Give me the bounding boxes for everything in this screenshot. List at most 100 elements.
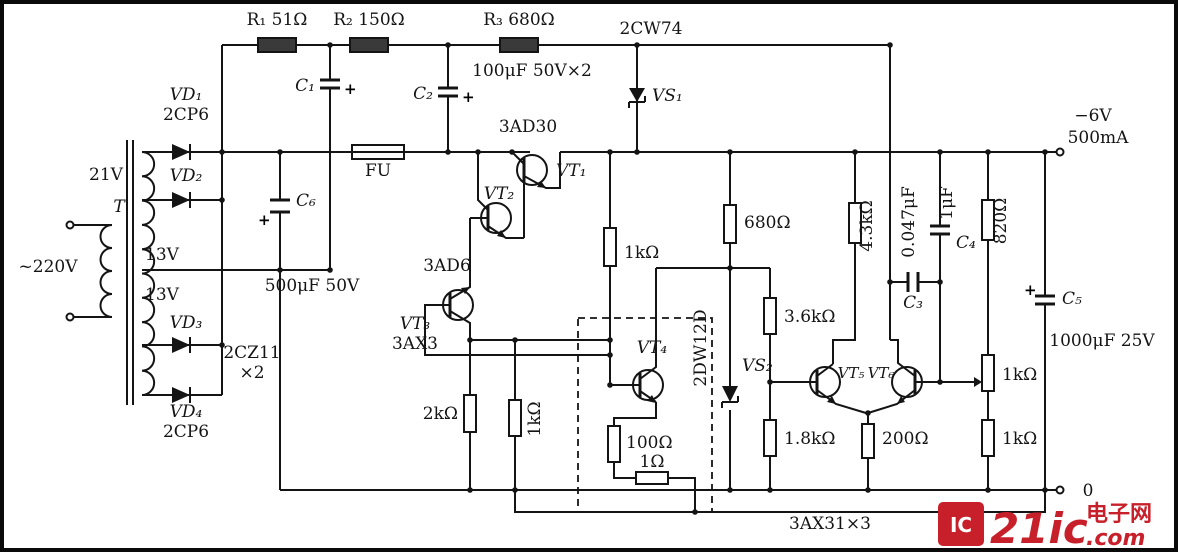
- capacitor-c6: [270, 198, 290, 214]
- label-vd4: VD₄: [170, 402, 203, 422]
- label-1k-c: 1kΩ: [1002, 429, 1037, 449]
- label-output-zero: 0: [1083, 481, 1094, 501]
- diode-vd2: [172, 192, 191, 208]
- c1-polarity: +: [344, 80, 357, 98]
- capacitor-c2: [438, 86, 458, 98]
- label-2cw74: 2CW74: [620, 19, 683, 39]
- label-2cz11-qty: ×2: [239, 363, 264, 383]
- label-3k6: 3.6kΩ: [784, 307, 835, 327]
- label-vt1-type: 3AD30: [499, 117, 557, 137]
- watermark-logo-text: IC: [950, 513, 972, 537]
- resistor-2k: [463, 394, 477, 433]
- label-transformer: T: [113, 197, 126, 217]
- label-vd2: VD₂: [170, 166, 203, 186]
- zener-vs1: [628, 88, 646, 108]
- label-047uf: 0.047μF: [899, 186, 919, 258]
- diode-vd1: [172, 144, 191, 160]
- resistor-680: [723, 204, 737, 244]
- mains-terminal-top: [65, 220, 75, 230]
- output-terminal-neg: [1055, 147, 1065, 157]
- label-c2: C₂: [413, 84, 433, 104]
- label-100: 100Ω: [626, 433, 673, 453]
- label-1ohm: 1Ω: [640, 452, 665, 472]
- resistor-1k-d: [508, 399, 522, 437]
- label-1k-b: 1kΩ: [1002, 365, 1037, 385]
- label-vt23-type: 3AD6: [423, 256, 471, 276]
- label-13v-b: 13V: [145, 285, 180, 305]
- label-fuse: FU: [365, 161, 391, 181]
- c5-polarity: +: [1024, 281, 1037, 299]
- label-vt6: VT₆: [868, 364, 895, 382]
- resistor-1k-b: [981, 354, 995, 392]
- label-vd3: VD₃: [170, 313, 203, 333]
- label-r1: R₁ 51Ω: [247, 10, 308, 30]
- label-r2: R₂ 150Ω: [333, 10, 405, 30]
- fuse-symbol: [351, 144, 405, 160]
- label-2cz11: 2CZ11: [223, 343, 280, 363]
- transformer-core: [126, 140, 134, 405]
- label-output-voltage: −6V: [1074, 106, 1112, 126]
- mains-terminal-bottom: [65, 312, 75, 322]
- capacitor-c3: [906, 272, 920, 292]
- label-2k: 2kΩ: [423, 404, 458, 424]
- watermark: IC 21ic 电子网 .com: [938, 502, 1152, 552]
- dashed-module-box: [577, 317, 713, 513]
- diode-vd3: [172, 337, 191, 353]
- transistor-vt3: [442, 218, 474, 340]
- junction-dots: [219, 42, 1048, 515]
- label-4k3: 4.3kΩ: [857, 200, 877, 251]
- transistor-vt4: [632, 369, 664, 403]
- transistor-vt5: [809, 363, 867, 414]
- resistor-1k-c: [981, 419, 995, 457]
- label-vs2-type: 2DW12D: [691, 309, 711, 386]
- diode-vd4: [172, 387, 191, 403]
- label-r3: R₃ 680Ω: [483, 10, 555, 30]
- label-vd4-type: 2CP6: [163, 422, 209, 442]
- label-200: 200Ω: [882, 429, 929, 449]
- secondary-winding: [141, 151, 156, 396]
- resistor-r3: [499, 37, 539, 53]
- label-vs2: VS₂: [742, 356, 773, 376]
- label-21v: 21V: [89, 165, 124, 185]
- label-1k-a: 1kΩ: [624, 243, 659, 263]
- primary-winding: [99, 224, 113, 318]
- label-vt3: VT₃: [400, 314, 431, 334]
- resistor-1k-a: [603, 227, 617, 267]
- resistor-3k6: [763, 297, 777, 335]
- label-c6: C₆: [296, 191, 316, 211]
- label-vt1: VT₁: [556, 161, 586, 181]
- label-c1: C₁: [295, 76, 315, 96]
- pot-arrow-icon: [974, 377, 982, 387]
- label-680: 680Ω: [744, 213, 791, 233]
- transistor-vt2: [470, 152, 524, 239]
- label-vs1: VS₁: [652, 86, 683, 106]
- label-vt4: VT₄: [637, 338, 668, 358]
- label-1k-d: 1kΩ: [525, 401, 545, 436]
- capacitor-c1: [320, 78, 340, 90]
- transistor-vt6: [867, 339, 923, 414]
- label-c6-value: 500μF 50V: [265, 276, 360, 296]
- label-c1c2-value: 100μF 50V×2: [472, 61, 592, 81]
- output-terminal-zero: [1055, 485, 1065, 495]
- resistor-820: [981, 199, 995, 241]
- zener-vs2: [721, 386, 739, 408]
- label-c4: C₄: [956, 233, 976, 253]
- resistor-r1: [257, 37, 297, 53]
- transformer: [65, 140, 156, 405]
- watermark-brand: 21ic: [990, 504, 1088, 552]
- transistor-vt1: [511, 151, 561, 238]
- label-c5-value: 1000μF 25V: [1049, 331, 1155, 351]
- label-13v-a: 13V: [145, 245, 180, 265]
- label-mains: ~220V: [19, 257, 79, 277]
- resistor-r2: [349, 37, 389, 53]
- watermark-logo-icon: [938, 502, 984, 546]
- label-stage-type: 3AX31×3: [789, 514, 871, 534]
- resistor-1ohm: [635, 471, 669, 485]
- c6-polarity: +: [258, 211, 271, 229]
- resistor-1k8: [763, 419, 777, 457]
- label-1uf: 1μF: [937, 186, 957, 220]
- label-vd1-type: 2CP6: [163, 105, 209, 125]
- resistor-100: [607, 425, 621, 463]
